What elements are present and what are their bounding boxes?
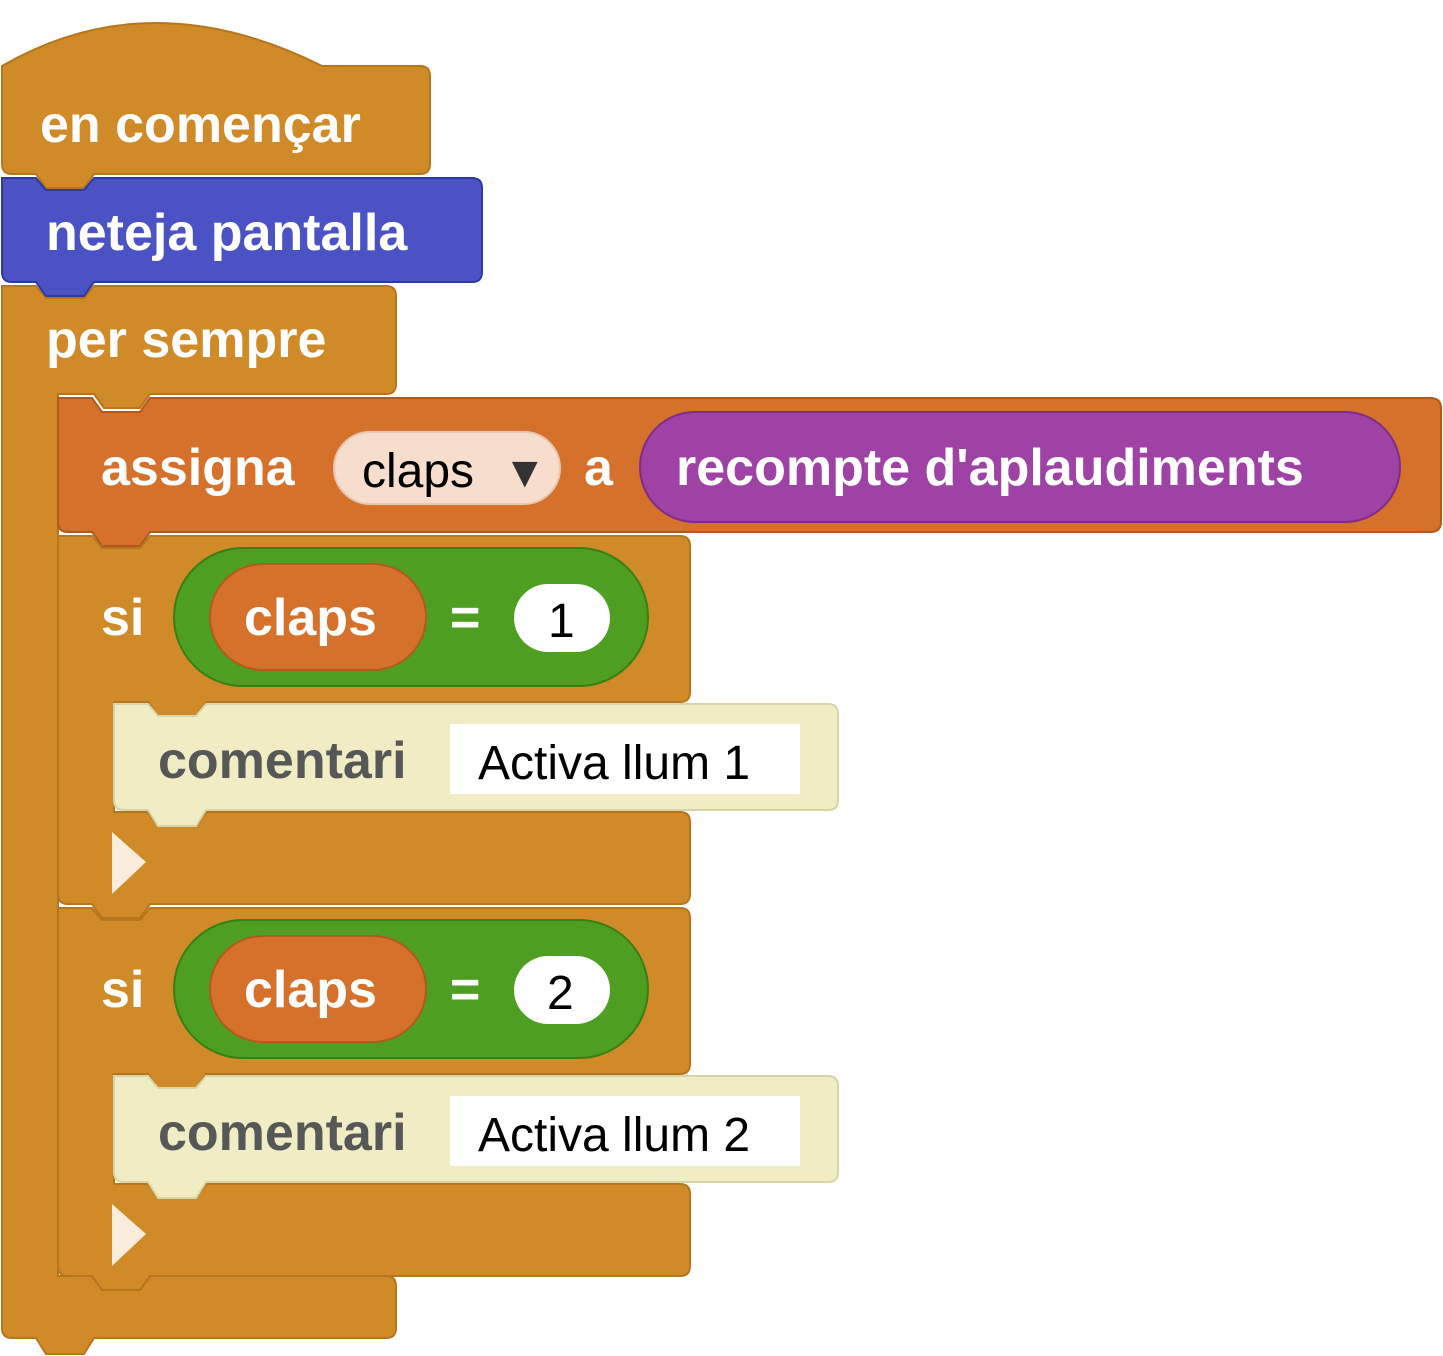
comment-label-2: comentari bbox=[158, 1104, 407, 1162]
assign-to-label: a bbox=[584, 439, 614, 497]
comment-text-2: Activa llum 2 bbox=[478, 1109, 750, 1162]
if-label-2: si bbox=[101, 961, 144, 1019]
condition-equals-1[interactable]: claps = 1 bbox=[173, 547, 649, 687]
equals-operator-1: = bbox=[450, 589, 480, 647]
expand-triangle-icon-2[interactable] bbox=[112, 1204, 146, 1266]
variable-dropdown[interactable]: claps ▼ bbox=[333, 431, 561, 505]
variable-dropdown-label: claps bbox=[362, 445, 474, 498]
variable-reporter-label-1: claps bbox=[244, 589, 377, 647]
number-input-value-1: 1 bbox=[548, 595, 575, 648]
comment-text-1: Activa llum 1 bbox=[478, 737, 750, 790]
clap-count-label: recompte d'aplaudiments bbox=[676, 439, 1304, 497]
condition-equals-2[interactable]: claps = 2 bbox=[173, 919, 649, 1059]
number-input-value-2: 2 bbox=[547, 967, 574, 1020]
expand-triangle-icon-1[interactable] bbox=[112, 832, 146, 894]
comment-text-field-1[interactable] bbox=[450, 724, 800, 794]
comment-label-1: comentari bbox=[158, 732, 407, 790]
clear-screen-block[interactable] bbox=[1, 177, 483, 297]
if-label-1: si bbox=[101, 589, 144, 647]
equals-operator-2: = bbox=[450, 961, 480, 1019]
when-start-label: en començar bbox=[40, 96, 361, 154]
dropdown-arrow-icon: ▼ bbox=[503, 448, 547, 497]
variable-reporter-1[interactable] bbox=[209, 563, 427, 671]
number-input-2[interactable] bbox=[514, 956, 610, 1024]
variable-reporter-label-2: claps bbox=[244, 961, 377, 1019]
variable-reporter-2[interactable] bbox=[209, 935, 427, 1043]
clear-screen-label: neteja pantalla bbox=[46, 204, 408, 262]
when-start-hat-block[interactable] bbox=[0, 22, 431, 189]
clap-count-reporter[interactable]: recompte d'aplaudiments bbox=[639, 411, 1401, 523]
assign-label: assigna bbox=[101, 439, 296, 497]
forever-label: per sempre bbox=[46, 311, 326, 369]
comment-text-field-2[interactable] bbox=[450, 1096, 800, 1166]
number-input-1[interactable] bbox=[514, 584, 610, 652]
